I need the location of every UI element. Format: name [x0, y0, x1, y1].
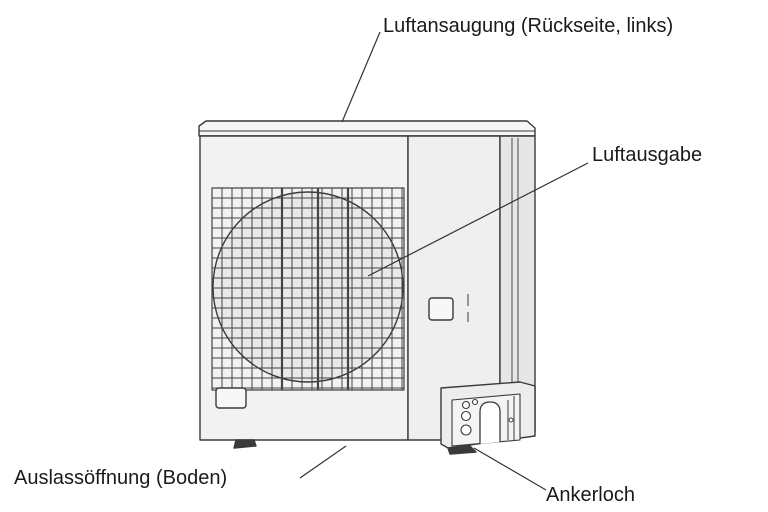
pipe-ports — [460, 398, 479, 436]
fan-circle — [212, 191, 404, 383]
foot-left — [233, 439, 257, 449]
leader-line-anchor — [473, 447, 547, 491]
label-air-intake: Luftansaugung (Rückseite, links) — [383, 15, 674, 37]
foot-right — [447, 445, 477, 455]
label-drain-outlet: Auslassöffnung (Boden) — [14, 467, 228, 489]
leader-line-drain — [299, 445, 347, 479]
fan-grille — [212, 188, 404, 390]
front-handle — [215, 387, 247, 409]
leader-line-intake — [341, 31, 381, 123]
service-panel-handle — [428, 297, 454, 321]
outdoor-unit — [198, 120, 536, 455]
leader-line-outlet — [367, 162, 589, 277]
unit-top-lid — [198, 120, 536, 137]
leader-lines — [299, 31, 589, 491]
pipe-opening — [479, 401, 501, 444]
label-air-outlet: Luftausgabe — [592, 144, 703, 166]
label-anchor-hole: Ankerloch — [546, 484, 635, 506]
